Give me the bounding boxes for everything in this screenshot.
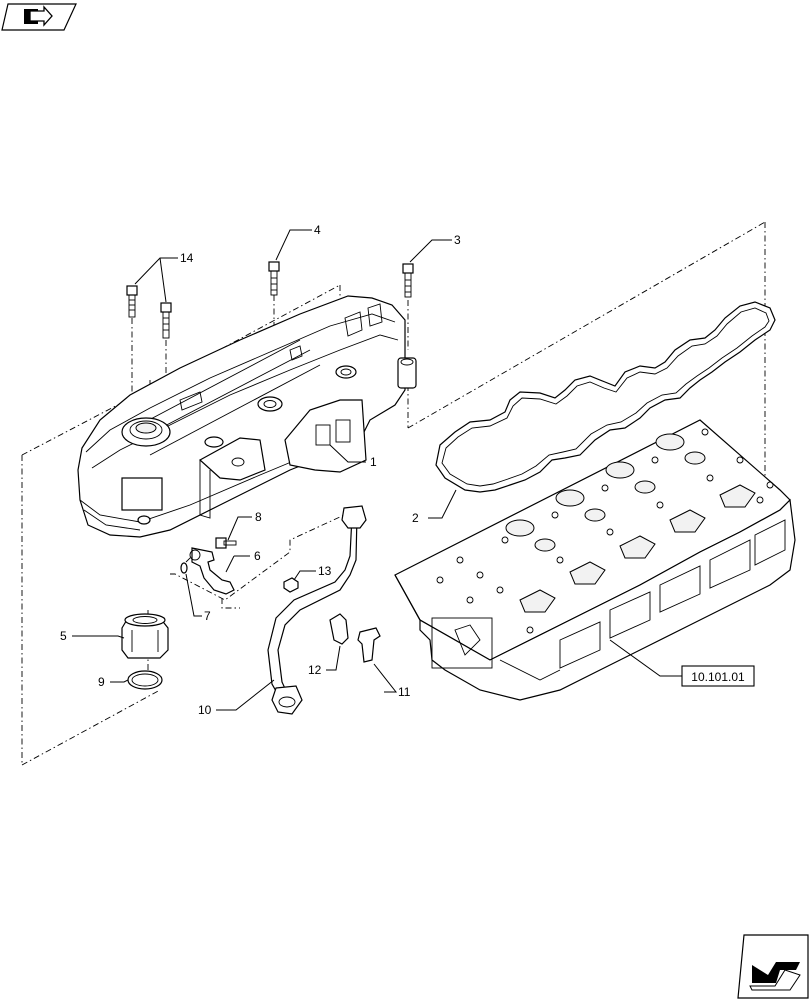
screw-8 (215, 537, 237, 549)
bolt-4 (268, 261, 280, 296)
valve-cover (77, 295, 417, 538)
callout-14[interactable]: 14 (180, 251, 194, 265)
back-arrow-icon[interactable] (1, 3, 77, 31)
callout-8[interactable]: 8 (255, 510, 262, 524)
callout-6[interactable]: 6 (254, 549, 261, 563)
bolt-11 (357, 627, 381, 663)
o-ring (127, 670, 163, 690)
callout-7[interactable]: 7 (204, 609, 211, 623)
cover-gasket (435, 301, 776, 493)
callout-12[interactable]: 12 (308, 663, 322, 677)
bolt-14a (126, 285, 138, 318)
nut-13 (283, 577, 299, 593)
callout-3[interactable]: 3 (454, 233, 461, 247)
washer-7 (180, 562, 188, 574)
callout-13[interactable]: 13 (318, 564, 332, 578)
callout-11[interactable]: 11 (398, 685, 411, 699)
breather-cap (121, 613, 169, 659)
next-arrow-icon[interactable] (737, 934, 809, 999)
cylinder-head (394, 419, 796, 701)
reference-label: 10.101.01 (691, 670, 745, 684)
leader-lines (72, 229, 682, 711)
callout-10[interactable]: 10 (198, 703, 212, 717)
breather-hose (267, 505, 367, 715)
clip-12 (329, 613, 349, 645)
bolt-3 (402, 263, 414, 298)
callout-9[interactable]: 9 (98, 675, 105, 689)
bolt-14b (160, 302, 172, 339)
callout-2[interactable]: 2 (412, 511, 419, 525)
elbow-fitting (189, 547, 235, 595)
callout-labels: 14 4 3 1 2 8 6 7 13 5 9 12 11 10 (60, 223, 461, 717)
callout-1[interactable]: 1 (370, 455, 377, 469)
reference-box[interactable]: 10.101.01 (681, 665, 755, 687)
callout-5[interactable]: 5 (60, 629, 67, 643)
callout-4[interactable]: 4 (314, 223, 321, 237)
